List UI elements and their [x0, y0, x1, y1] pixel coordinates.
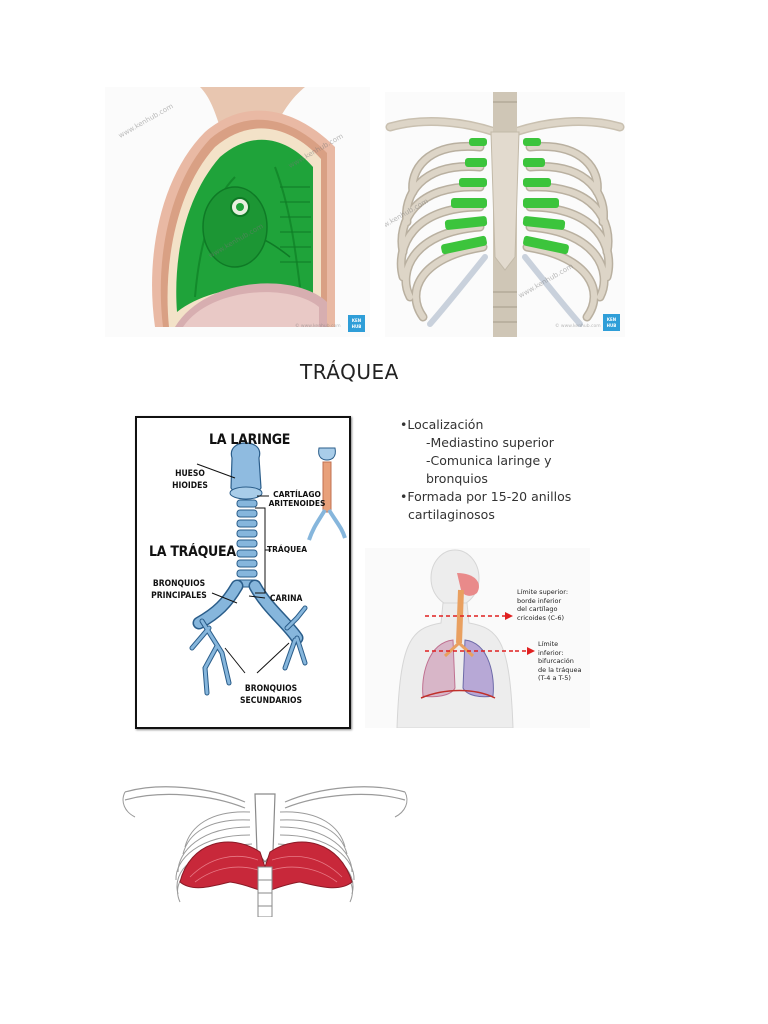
pleural-cavity-illustration — [105, 87, 370, 337]
rib-cage-illustration — [385, 92, 625, 337]
upper-limit-annotation: Límite superior: borde inferior del cart… — [517, 588, 569, 622]
bullet-formed-by: •Formada por 15-20 anillos — [400, 489, 572, 504]
slide-title: TRÁQUEA — [300, 360, 399, 384]
torso-illustration — [396, 549, 515, 728]
torso-trachea-limits-figure: Límite superior: borde inferior del cart… — [365, 548, 590, 728]
photo-credit: © www.kenhub.com — [295, 324, 341, 329]
slide-bullets: •Localización -Mediastino superior -Comu… — [400, 416, 600, 524]
rib-cage-photo: www.kenhub.com www.kenhub.com © www.kenh… — [385, 92, 625, 337]
photo-credit: © www.kenhub.com — [555, 324, 601, 329]
heading-larynx: LA LARINGE — [209, 432, 291, 448]
diaphragm-illustration — [120, 772, 410, 918]
bullet-formed-by-cont: cartilaginosos — [408, 507, 495, 522]
pleural-cavity-photo: www.kenhub.com www.kenhub.com www.kenhub… — [105, 87, 370, 337]
lower-limit-annotation: Límite inferior: bifurcación de la tráqu… — [538, 640, 582, 682]
costal-cartilage-green — [441, 138, 569, 255]
label-trachea: TRÁQUEA — [267, 545, 308, 554]
bullet-location: •Localización — [400, 417, 484, 432]
trachea-illustration — [189, 442, 347, 696]
heading-trachea: LA TRÁQUEA — [149, 544, 236, 560]
lower-limit-arrow-icon — [515, 647, 535, 655]
bullet-superior-mediastinum: -Mediastino superior — [426, 435, 554, 450]
bullet-connects-cont: bronquios — [426, 471, 488, 486]
diaphragm-illustration-frame — [120, 772, 410, 918]
label-carina: CARINA — [269, 594, 303, 604]
bullet-connects: -Comunica laringe y — [426, 453, 552, 468]
